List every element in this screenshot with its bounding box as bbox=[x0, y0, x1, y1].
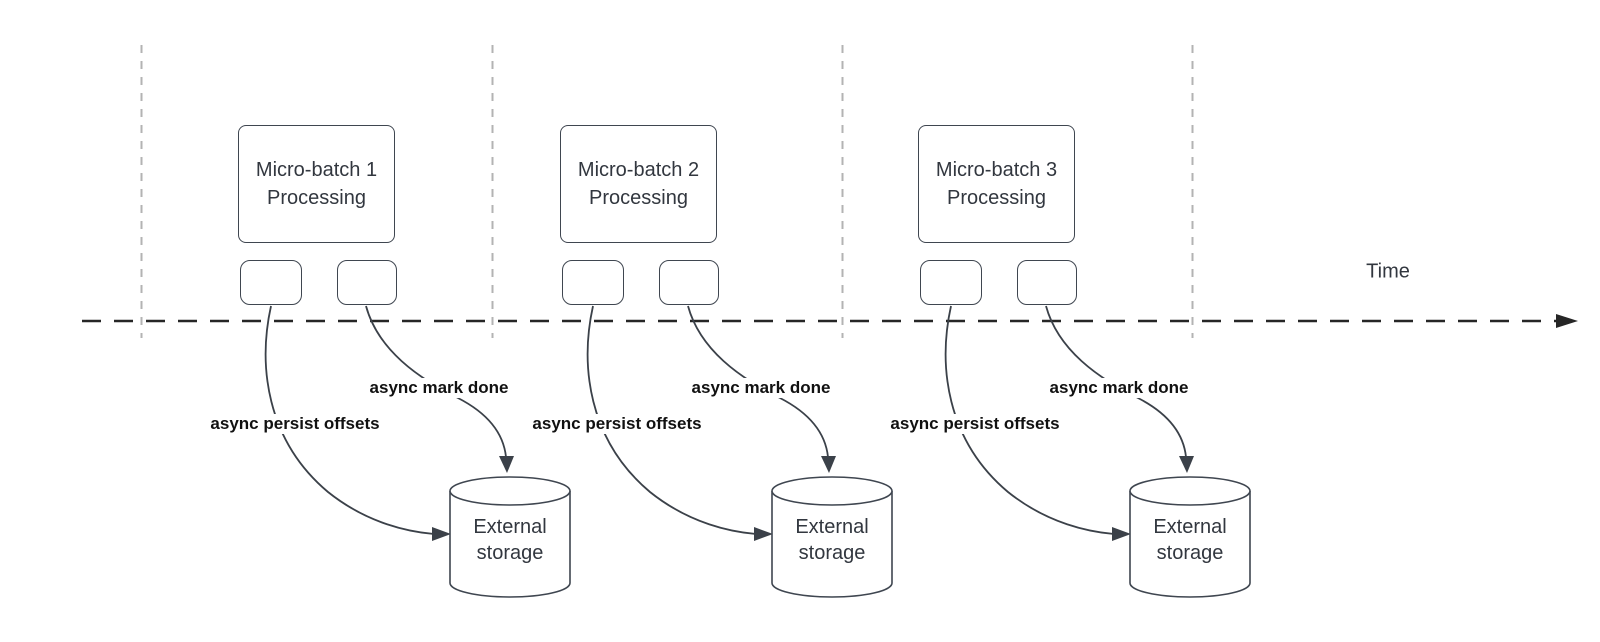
external-storage-cylinder-body bbox=[771, 491, 893, 598]
done-task-box bbox=[1017, 260, 1077, 305]
external-storage-cylinder-top bbox=[1129, 476, 1251, 506]
group-2-graphics bbox=[586, 305, 893, 598]
micro-batch-box-label: Micro-batch 3 Processing bbox=[935, 159, 1058, 209]
time-axis-label: Time bbox=[1366, 260, 1410, 283]
mark-done-label: async mark done bbox=[688, 378, 834, 398]
external-storage-label: External storage bbox=[473, 516, 547, 564]
persist-offsets-label: async persist offsets bbox=[887, 414, 1063, 434]
external-storage-label: External storage bbox=[1153, 516, 1227, 564]
persist-offsets-arrowhead-icon bbox=[754, 527, 773, 541]
persist-offsets-arrowhead-icon bbox=[1112, 527, 1131, 541]
external-storage-cylinder-body bbox=[1129, 491, 1251, 598]
mark-done-arrowhead-icon bbox=[499, 456, 514, 473]
persist-offsets-arrowhead-icon bbox=[432, 527, 451, 541]
mark-done-arrowhead-icon bbox=[1179, 456, 1194, 473]
persist-offsets-arrow bbox=[586, 305, 757, 535]
persist-offsets-arrow bbox=[264, 305, 435, 535]
persist-offsets-label: async persist offsets bbox=[529, 414, 705, 434]
batch-separator-lines bbox=[140, 45, 1194, 338]
mark-done-label: async mark done bbox=[1046, 378, 1192, 398]
done-task-box bbox=[659, 260, 719, 305]
persist-offsets-arrow bbox=[944, 305, 1115, 535]
external-storage-cylinder-body bbox=[449, 491, 571, 598]
micro-batch-box-label: Micro-batch 2 Processing bbox=[577, 159, 700, 209]
offset-task-box bbox=[920, 260, 982, 305]
external-storage-cylinder-top bbox=[449, 476, 571, 506]
offset-task-box bbox=[562, 260, 624, 305]
micro-batch-processing-box: Micro-batch 2 Processing bbox=[560, 125, 717, 243]
time-axis-arrowhead-icon bbox=[1556, 314, 1578, 328]
time-axis bbox=[82, 314, 1578, 328]
external-storage-label: External storage bbox=[795, 516, 869, 564]
micro-batch-box-label: Micro-batch 1 Processing bbox=[255, 159, 378, 209]
offset-task-box bbox=[240, 260, 302, 305]
done-task-box bbox=[337, 260, 397, 305]
mark-done-label: async mark done bbox=[366, 378, 512, 398]
mark-done-arrowhead-icon bbox=[821, 456, 836, 473]
persist-offsets-label: async persist offsets bbox=[207, 414, 383, 434]
group-3-graphics bbox=[944, 305, 1251, 598]
micro-batch-processing-box: Micro-batch 1 Processing bbox=[238, 125, 395, 243]
micro-batch-processing-box: Micro-batch 3 Processing bbox=[918, 125, 1075, 243]
external-storage-cylinder-top bbox=[771, 476, 893, 506]
group-1-graphics bbox=[264, 305, 571, 598]
